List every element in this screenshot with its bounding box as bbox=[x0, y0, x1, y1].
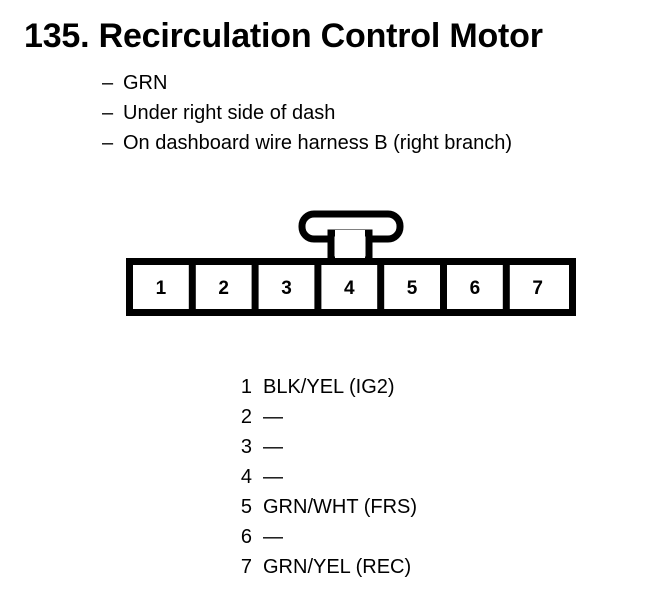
pin-legend-list: 1 BLK/YEL (IG2) 2 — 3 — 4 — 5 GRN/WHT (F… bbox=[236, 372, 556, 582]
pin-legend-row: 4 — bbox=[236, 462, 556, 492]
pin-cell-number: 2 bbox=[218, 278, 229, 299]
note-text: Under right side of dash bbox=[123, 102, 336, 124]
pin-legend-wire: BLK/YEL (IG2) bbox=[263, 376, 395, 398]
pin-legend-number: 1 bbox=[240, 376, 252, 398]
pin-cell-number: 6 bbox=[470, 278, 481, 299]
page-title: 135. Recirculation Control Motor bbox=[24, 17, 543, 55]
pin-cell-number: 3 bbox=[281, 278, 292, 299]
pin-legend-wire: — bbox=[263, 406, 283, 428]
pin-cell-number: 5 bbox=[407, 278, 418, 299]
note-item: – GRN bbox=[102, 68, 642, 98]
pin-legend-number: 3 bbox=[240, 436, 252, 458]
pin-legend-wire: GRN/WHT (FRS) bbox=[263, 496, 418, 518]
pin-cell-number: 7 bbox=[532, 278, 543, 299]
pin-legend-number: 6 bbox=[240, 526, 252, 548]
notes-list: – GRN – Under right side of dash – On da… bbox=[102, 68, 642, 158]
pin-legend-row: 5 GRN/WHT (FRS) bbox=[236, 492, 556, 522]
connector-diagram: 1 2 3 4 5 6 7 bbox=[0, 200, 672, 330]
pin-legend-number: 2 bbox=[240, 406, 252, 428]
pin-legend-row: 1 BLK/YEL (IG2) bbox=[236, 372, 556, 402]
pin-legend-wire: — bbox=[263, 436, 283, 458]
note-text: GRN bbox=[123, 72, 168, 94]
dash-bullet-icon: – bbox=[102, 102, 114, 124]
dash-bullet-icon: – bbox=[102, 72, 114, 94]
pin-legend-wire: GRN/YEL (REC) bbox=[263, 556, 412, 578]
pin-legend-wire: — bbox=[263, 466, 283, 488]
pin-legend-row: 7 GRN/YEL (REC) bbox=[236, 552, 556, 582]
connector-svg: 1 2 3 4 5 6 7 bbox=[126, 210, 576, 316]
pin-legend-number: 4 bbox=[240, 466, 252, 488]
pin-legend-row: 2 — bbox=[236, 402, 556, 432]
pin-legend-number: 7 bbox=[240, 556, 252, 578]
pin-cell-number: 1 bbox=[156, 278, 167, 299]
pin-legend-row: 6 — bbox=[236, 522, 556, 552]
note-item: – On dashboard wire harness B (right bra… bbox=[102, 128, 642, 158]
latch-inner-mask bbox=[335, 230, 365, 260]
pin-cell-number: 4 bbox=[344, 278, 355, 299]
note-item: – Under right side of dash bbox=[102, 98, 642, 128]
pin-legend-wire: — bbox=[263, 526, 283, 548]
dash-bullet-icon: – bbox=[102, 132, 114, 154]
pin-legend-row: 3 — bbox=[236, 432, 556, 462]
connector-housing bbox=[126, 258, 576, 316]
pin-legend-number: 5 bbox=[240, 496, 252, 518]
note-text: On dashboard wire harness B (right branc… bbox=[123, 132, 513, 154]
